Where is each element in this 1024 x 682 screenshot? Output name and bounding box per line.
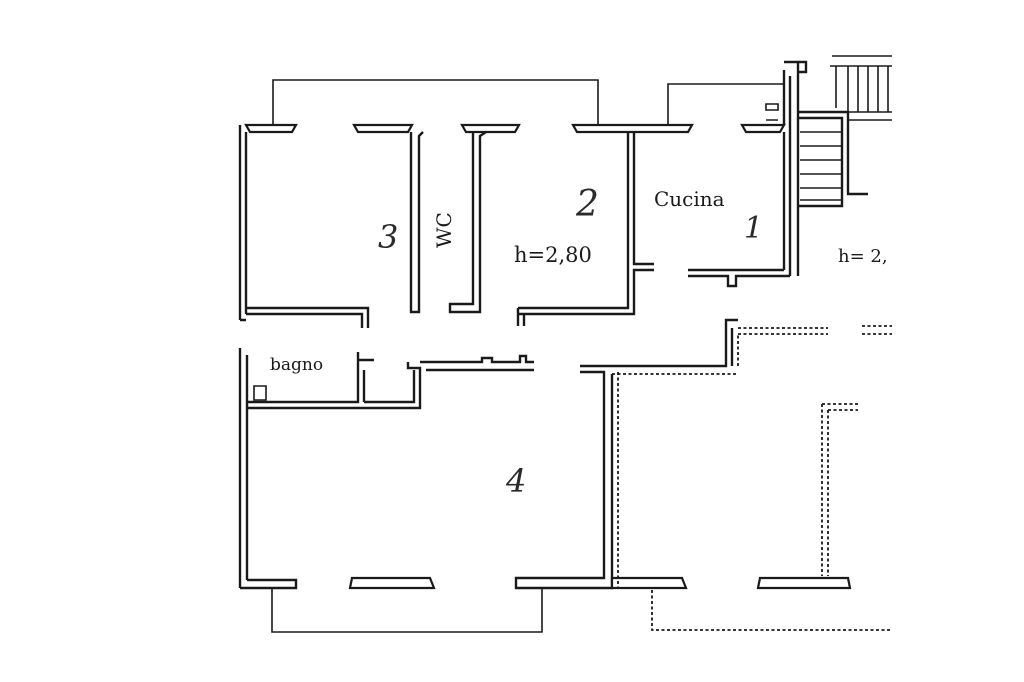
bottom-balcony-outline — [271, 588, 543, 633]
cucina-right-wall — [782, 60, 808, 276]
room2-bottom-wall — [516, 132, 654, 326]
room3-bottom-wall — [246, 306, 370, 328]
staircase — [798, 55, 892, 208]
corridor-wall — [420, 354, 534, 372]
wc-left-wall — [409, 131, 424, 314]
wc-right-wall — [448, 131, 487, 314]
room-number-4: 4 — [505, 462, 526, 500]
left-outer-wall-bottom — [238, 348, 298, 590]
room-number-1: 1 — [744, 211, 763, 246]
bottom-window-sills — [348, 576, 852, 590]
top-window-sills — [244, 123, 786, 134]
cucina-corner-notch — [765, 103, 779, 121]
room4-right-wall — [514, 318, 738, 590]
room-number-2: 2 — [575, 184, 599, 225]
wc-label: WC — [432, 212, 456, 248]
room-number-3: 3 — [378, 218, 398, 256]
cucina-left-wall — [632, 132, 654, 266]
left-outer-wall-top — [238, 125, 248, 322]
cucina-label: Cucina — [654, 187, 725, 211]
bagno-shaft — [253, 385, 267, 401]
top-balcony-outline — [272, 79, 784, 127]
height-right-label: h= 2, — [838, 246, 888, 267]
bagno-walls — [247, 352, 422, 410]
height-main-label: h=2,80 — [514, 243, 592, 267]
cucina-bottom-wall — [688, 268, 790, 288]
bagno-label: bagno — [270, 355, 323, 375]
adjacent-unit-dashed — [612, 325, 892, 631]
